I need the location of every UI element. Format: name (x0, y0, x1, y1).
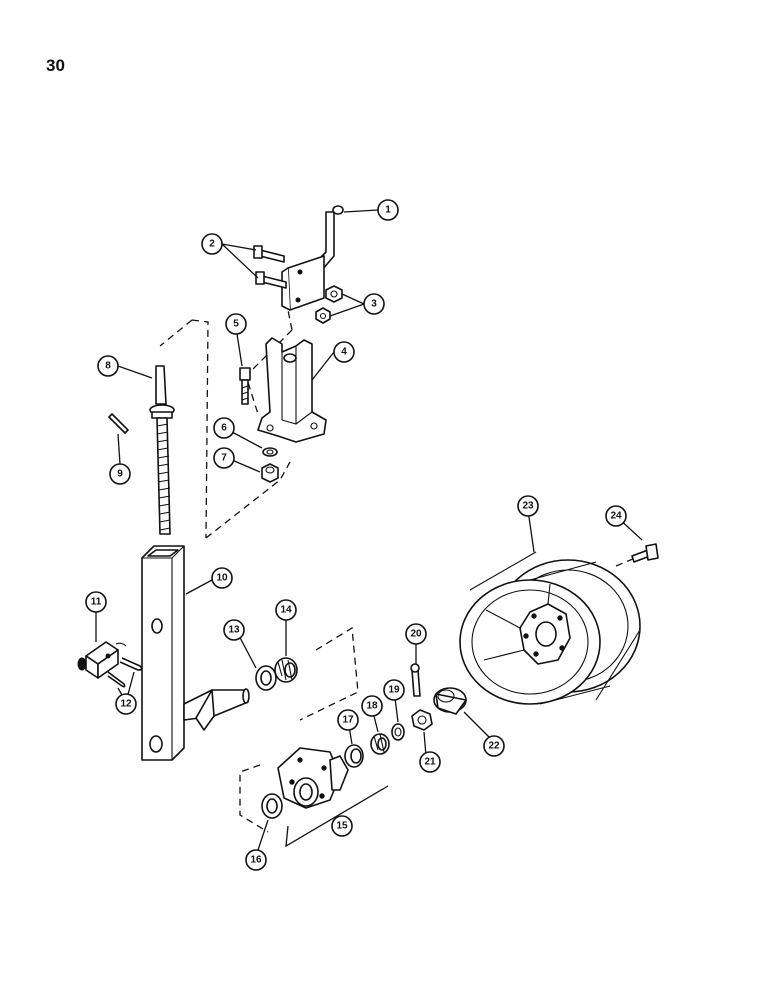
callout-23: 23 (517, 495, 539, 517)
part-22-hub-cap (433, 687, 467, 715)
part-21-castle-nut (411, 709, 433, 731)
svg-text:6: 6 (221, 423, 227, 434)
part-2-bolts (253, 245, 287, 289)
part-5-bolt (239, 367, 251, 405)
svg-text:14: 14 (280, 605, 292, 616)
part-1-lever-handle (281, 205, 344, 311)
svg-text:24: 24 (610, 511, 622, 522)
callout-5: 5 (225, 313, 247, 335)
svg-text:20: 20 (410, 629, 422, 640)
part-24-wheel-bolt (631, 543, 659, 563)
svg-text:4: 4 (341, 347, 347, 358)
part-4-bracket (257, 337, 327, 443)
callout-4: 4 (333, 341, 355, 363)
part-16-seal (261, 793, 283, 819)
page-number: 30 (46, 56, 65, 75)
part-8-threaded-shaft (149, 365, 175, 535)
svg-text:10: 10 (216, 573, 228, 584)
callout-22: 22 (483, 735, 505, 757)
callout-16: 16 (245, 849, 267, 871)
dashed-group-hub (239, 555, 641, 833)
svg-text:22: 22 (488, 741, 500, 752)
part-19-washer (391, 723, 405, 741)
part-23-wheel-rim (459, 551, 641, 705)
svg-text:18: 18 (366, 701, 378, 712)
svg-text:11: 11 (91, 597, 102, 608)
part-12-hairpin-clips (107, 642, 143, 688)
svg-text:2: 2 (209, 239, 215, 250)
svg-text:13: 13 (228, 625, 240, 636)
svg-text:1: 1 (385, 205, 391, 216)
callout-20: 20 (405, 623, 427, 645)
svg-text:8: 8 (105, 361, 111, 372)
svg-text:19: 19 (388, 685, 400, 696)
svg-text:23: 23 (522, 501, 534, 512)
svg-text:3: 3 (371, 299, 377, 310)
part-15-hub (277, 747, 349, 809)
callout-3: 3 (363, 293, 385, 315)
svg-text:12: 12 (120, 699, 132, 710)
svg-text:5: 5 (233, 319, 239, 330)
part-20-cotter-pin (410, 663, 421, 697)
part-14-bearing-cone (274, 657, 298, 683)
part-6-washer (262, 447, 278, 457)
svg-text:17: 17 (342, 715, 354, 726)
part-13-seal (255, 665, 277, 691)
callout-15: 15 (331, 815, 353, 837)
callout-7: 7 (213, 447, 235, 469)
part-17-bearing-cup (344, 744, 364, 768)
callout-13: 13 (223, 619, 245, 641)
part-10-square-tube (141, 545, 250, 761)
svg-text:21: 21 (424, 757, 436, 768)
callout-12: 12 (115, 693, 137, 715)
callout-17: 17 (337, 709, 359, 731)
callout-1: 1 (377, 199, 399, 221)
callout-6: 6 (213, 417, 235, 439)
callout-8: 8 (97, 355, 119, 377)
part-11-clevis-block (77, 641, 119, 679)
svg-text:9: 9 (117, 469, 123, 480)
part-18-bearing-cone (370, 733, 390, 755)
svg-text:7: 7 (221, 453, 227, 464)
svg-text:15: 15 (336, 821, 348, 832)
callout-10: 10 (211, 567, 233, 589)
callout-19: 19 (383, 679, 405, 701)
callout-18: 18 (361, 695, 383, 717)
callout-24: 24 (605, 505, 627, 527)
part-9-pin (108, 413, 129, 434)
callout-14: 14 (275, 599, 297, 621)
part-3-nuts (315, 285, 343, 324)
part-7-nut (261, 463, 279, 483)
callout-2: 2 (201, 233, 223, 255)
callout-21: 21 (419, 751, 441, 773)
callout-9: 9 (109, 463, 131, 485)
svg-text:16: 16 (250, 855, 262, 866)
callout-11: 11 (85, 591, 107, 613)
